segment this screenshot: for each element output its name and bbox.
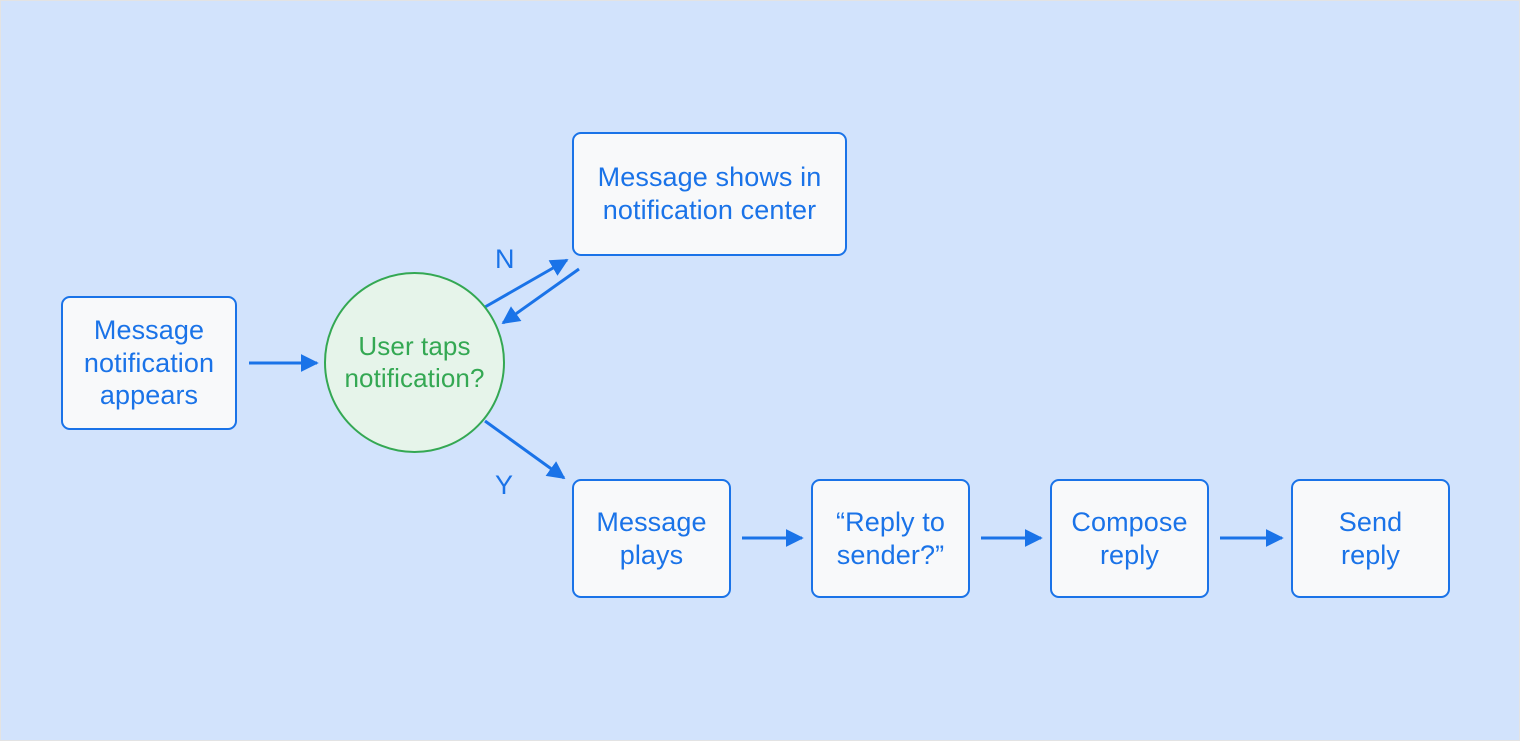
node-compose-reply[interactable]: Compose reply bbox=[1050, 479, 1209, 598]
node-label: Send reply bbox=[1338, 506, 1403, 570]
node-reply-to-sender[interactable]: “Reply to sender?” bbox=[811, 479, 970, 598]
node-label: Message plays bbox=[596, 506, 707, 570]
edge-label-yes: Y bbox=[495, 470, 514, 500]
node-label: Message notification appears bbox=[83, 314, 215, 411]
node-label: User taps notification? bbox=[344, 330, 485, 393]
edge-notification-center-to-decision bbox=[501, 267, 580, 325]
node-send-reply[interactable]: Send reply bbox=[1291, 479, 1450, 598]
edge-label-no: N bbox=[495, 244, 515, 274]
node-label: “Reply to sender?” bbox=[836, 506, 945, 570]
node-label: Message shows in notification center bbox=[597, 162, 822, 225]
node-message-notification-appears[interactable]: Message notification appears bbox=[61, 296, 237, 430]
node-label: Compose reply bbox=[1071, 506, 1188, 570]
node-message-shows-in-notification-center[interactable]: Message shows in notification center bbox=[572, 132, 847, 256]
node-user-taps-notification[interactable]: User taps notification? bbox=[324, 272, 505, 453]
node-message-plays[interactable]: Message plays bbox=[572, 479, 731, 598]
